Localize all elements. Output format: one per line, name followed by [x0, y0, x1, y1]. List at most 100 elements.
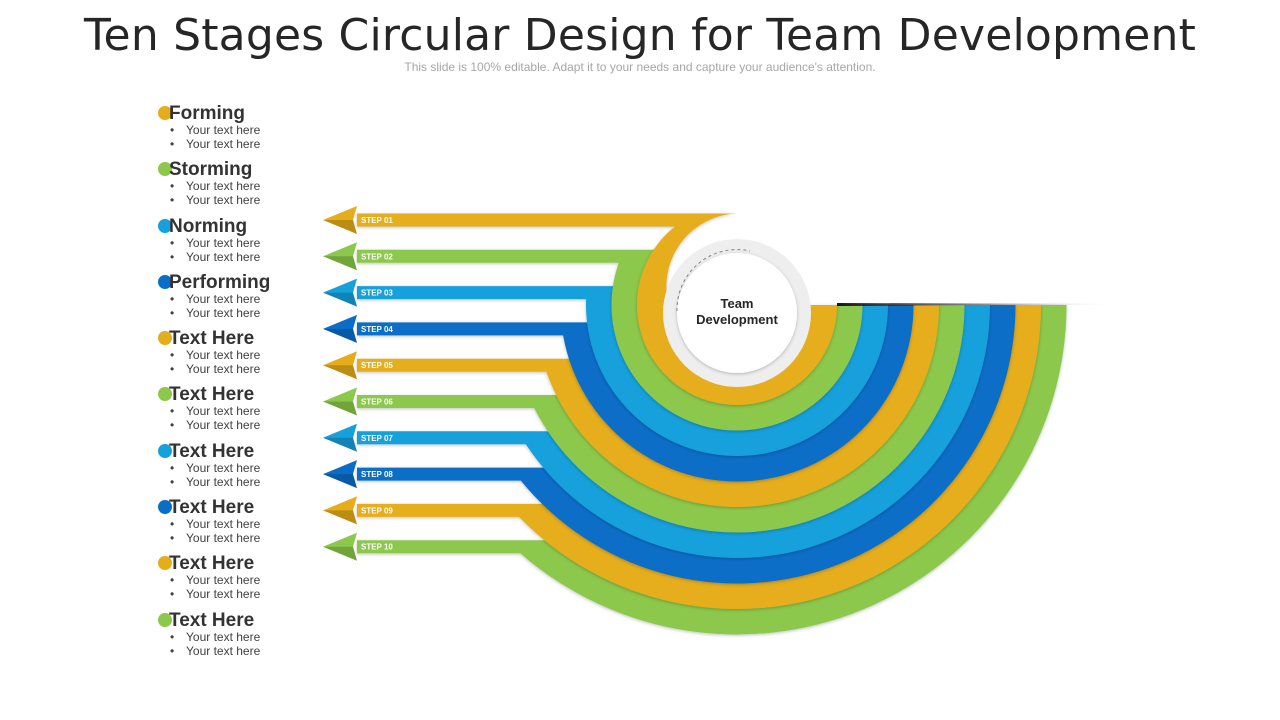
- stage-item: Text Here Your text here Your text here: [158, 381, 338, 437]
- stage-dot: [158, 331, 172, 346]
- stage-bullets: Your text here Your text here: [170, 123, 260, 151]
- stage-dot: [158, 387, 172, 402]
- bullet-text: Your text here: [170, 123, 260, 137]
- stage-bullets: Your text here Your text here: [170, 348, 260, 376]
- stage-bullets: Your text here Your text here: [170, 292, 260, 320]
- ring-band: [357, 305, 939, 507]
- stage-dot: [158, 106, 172, 120]
- bullet-text: Your text here: [170, 475, 260, 489]
- stage-name: Text Here: [169, 384, 255, 406]
- arrow-head-shade: [323, 220, 357, 234]
- step-label: STEP 01: [361, 216, 393, 225]
- stage-dot: [158, 162, 172, 177]
- bullet-text: Your text here: [170, 362, 260, 376]
- arrow-head-shade: [323, 365, 357, 380]
- top-shelf-line: [837, 303, 1118, 306]
- stage-dot: [158, 443, 172, 458]
- arrow-head-shade: [323, 437, 357, 452]
- bullet-text: Your text here: [170, 630, 260, 644]
- stage-name: Storming: [169, 159, 253, 181]
- stage-bullets: Your text here Your text here: [170, 404, 260, 432]
- bullet-text: Your text here: [170, 573, 260, 587]
- stage-bullets: Your text here Your text here: [170, 630, 260, 658]
- center-label-line2: Development: [696, 312, 778, 327]
- stage-dot: [158, 500, 172, 515]
- arrow-head: [323, 314, 357, 343]
- bullet-text: Your text here: [170, 404, 260, 418]
- arrow-head: [323, 242, 357, 271]
- step-label: STEP 09: [361, 506, 393, 515]
- stage-dot: [158, 556, 172, 571]
- stage-dot: [158, 218, 172, 233]
- stage-item: Text Here Your text here Your text here: [158, 438, 338, 494]
- arrow-head-shade: [323, 546, 357, 561]
- center-inner-circle: [677, 253, 797, 373]
- arrow-head: [323, 351, 357, 380]
- bullet-text: Your text here: [170, 137, 260, 151]
- step-label: STEP 07: [361, 434, 393, 443]
- bullet-text: Your text here: [170, 461, 260, 475]
- stage-item: Performing Your text here Your text here: [158, 269, 338, 325]
- stage-dot: [158, 274, 172, 289]
- stage-item: Forming Your text here Your text here: [158, 100, 338, 156]
- step-label: STEP 08: [361, 470, 393, 479]
- arrow-head: [323, 387, 357, 416]
- stage-bullets: Your text here Your text here: [170, 573, 260, 601]
- step-label: STEP 03: [361, 289, 393, 298]
- bullet-text: Your text here: [170, 348, 260, 362]
- bullet-text: Your text here: [170, 418, 260, 432]
- bullet-text: Your text here: [170, 193, 260, 207]
- stage-name: Text Here: [169, 328, 255, 350]
- arrow-head-shade: [323, 474, 357, 489]
- bullet-text: Your text here: [170, 517, 260, 531]
- step-label: STEP 05: [361, 361, 393, 370]
- arrow-head: [323, 460, 357, 489]
- step-label: STEP 06: [361, 398, 393, 407]
- step-label: STEP 04: [361, 325, 393, 334]
- arrow-head: [323, 532, 357, 561]
- stage-name: Text Here: [169, 609, 255, 631]
- stage-dot: [158, 612, 172, 627]
- arrow-head: [323, 206, 357, 234]
- arrow-head-shade: [323, 256, 357, 271]
- bullet-text: Your text here: [170, 179, 260, 193]
- stage-legend: Forming Your text here Your text here St…: [158, 100, 338, 663]
- center-label-line1: Team: [721, 296, 754, 311]
- stage-item: Storming Your text here Your text here: [158, 156, 338, 212]
- bullet-text: Your text here: [170, 292, 260, 306]
- arrow-head-shade: [323, 510, 357, 525]
- stage-item: Text Here Your text here Your text here: [158, 607, 338, 663]
- ring-band: [357, 305, 1067, 635]
- arrow-head-shade: [323, 292, 357, 307]
- stage-name: Text Here: [169, 553, 255, 575]
- center-dashed-arc: [676, 249, 751, 312]
- stage-name: Text Here: [169, 440, 255, 462]
- stage-name: Text Here: [169, 497, 255, 519]
- arrow-head-shade: [323, 328, 357, 343]
- stage-item: Norming Your text here Your text here: [158, 213, 338, 269]
- bullet-text: Your text here: [170, 236, 260, 250]
- ring-band: [357, 305, 990, 559]
- page-subtitle: This slide is 100% editable. Adapt it to…: [404, 60, 876, 74]
- stage-name: Performing: [169, 271, 271, 293]
- ring-band: [357, 305, 914, 482]
- arrow-head: [323, 496, 357, 525]
- step-label: STEP 10: [361, 543, 393, 552]
- step-label: STEP 02: [361, 252, 393, 261]
- arrow-group: STEP 01 STEP 02 STEP 03 STEP 04 STEP 05 STEP …: [323, 206, 393, 561]
- arrow-head: [323, 423, 357, 452]
- stage-name: Norming: [169, 215, 248, 237]
- bullet-text: Your text here: [170, 587, 260, 601]
- arrow-head: [323, 278, 357, 307]
- stage-name: Forming: [169, 103, 245, 124]
- stage-item: Text Here Your text here Your text here: [158, 494, 338, 550]
- stage-item: Text Here Your text here Your text here: [158, 550, 338, 606]
- arrow-head-shade: [323, 401, 357, 416]
- bullet-text: Your text here: [170, 644, 260, 658]
- stage-bullets: Your text here Your text here: [170, 461, 260, 489]
- stage-item: Text Here Your text here Your text here: [158, 325, 338, 381]
- page-title: Ten Stages Circular Design for Team Deve…: [83, 10, 1197, 61]
- ring-band: [357, 286, 888, 457]
- stage-bullets: Your text here Your text here: [170, 236, 260, 264]
